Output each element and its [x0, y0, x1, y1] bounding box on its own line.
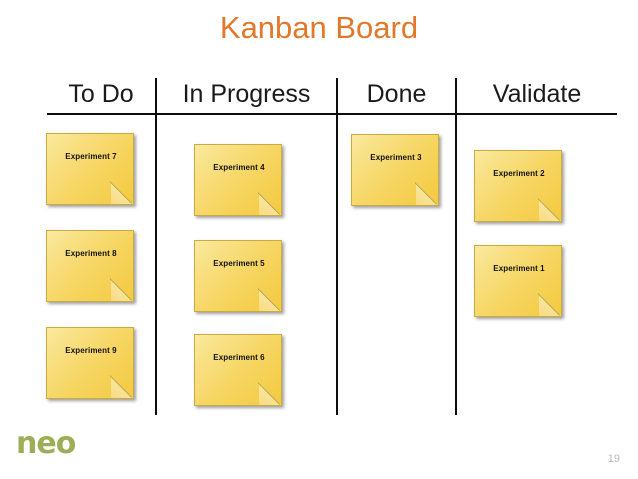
column-header-to-do: To Do [68, 80, 134, 108]
fold-crease-icon [110, 375, 133, 398]
sticky-note-label: Experiment 3 [370, 153, 422, 162]
sticky-note-label: Experiment 7 [65, 152, 117, 161]
sticky-note-label: Experiment 5 [213, 259, 265, 268]
fold-crease-icon [110, 278, 133, 301]
sticky-note-label: Experiment 1 [493, 264, 545, 273]
column-header-done: Done [366, 80, 427, 108]
sticky-note-label: Experiment 8 [65, 249, 117, 258]
sticky-note[interactable]: Experiment 9 [46, 327, 134, 399]
sticky-note-label: Experiment 6 [213, 353, 265, 362]
sticky-note[interactable]: Experiment 3 [351, 134, 439, 206]
fold-crease-icon [110, 181, 133, 204]
column-header-in-progress: In Progress [182, 80, 311, 108]
neo-logo: neo [16, 426, 76, 461]
sticky-note[interactable]: Experiment 7 [46, 133, 134, 205]
fold-crease-icon [415, 182, 438, 205]
sticky-note-label: Experiment 4 [213, 163, 265, 172]
sticky-note[interactable]: Experiment 1 [474, 245, 562, 317]
sticky-note[interactable]: Experiment 5 [194, 240, 282, 312]
sticky-note[interactable]: Experiment 2 [474, 150, 562, 222]
sticky-note-label: Experiment 9 [65, 346, 117, 355]
column-divider-1 [155, 78, 157, 415]
sticky-note[interactable]: Experiment 4 [194, 144, 282, 216]
fold-crease-icon [538, 198, 561, 221]
column-divider-3 [455, 78, 457, 415]
fold-crease-icon [258, 192, 281, 215]
sticky-note[interactable]: Experiment 6 [194, 334, 282, 406]
sticky-note-label: Experiment 2 [493, 169, 545, 178]
page-number: 19 [607, 453, 620, 465]
column-header-validate: Validate [492, 80, 582, 108]
page-title: Kanban Board [219, 10, 419, 45]
column-divider-2 [336, 78, 338, 415]
header-underline [47, 113, 617, 115]
fold-crease-icon [258, 382, 281, 405]
fold-crease-icon [538, 293, 561, 316]
sticky-note[interactable]: Experiment 8 [46, 230, 134, 302]
fold-crease-icon [258, 288, 281, 311]
